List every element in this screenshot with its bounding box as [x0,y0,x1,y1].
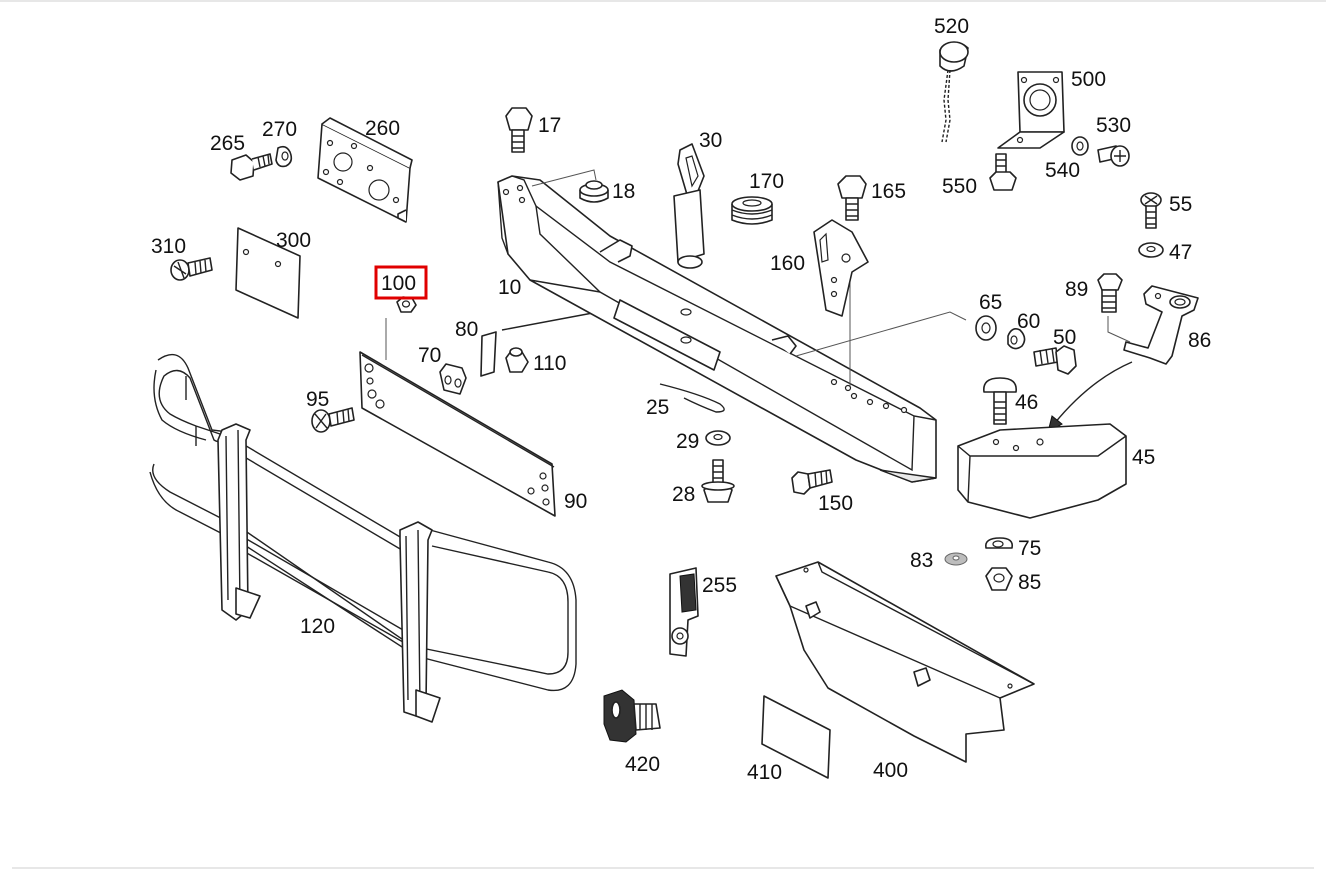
part-520-cap[interactable] [939,41,969,143]
part-300-plate[interactable] [235,227,301,319]
callout-28[interactable]: 28 [672,483,695,506]
callout-120[interactable]: 120 [300,615,335,638]
callout-60[interactable]: 60 [1017,310,1040,333]
callout-150[interactable]: 150 [818,492,853,515]
arrow-86-to-45 [1053,361,1133,425]
part-70-clip[interactable] [439,363,467,395]
callout-86[interactable]: 86 [1188,329,1211,352]
callout-50[interactable]: 50 [1053,326,1076,349]
part-420-socket-connector[interactable] [603,689,661,743]
callout-165[interactable]: 165 [871,180,906,203]
callout-270[interactable]: 270 [262,118,297,141]
callout-100-highlight-box [374,265,428,300]
callout-170[interactable]: 170 [749,170,784,193]
part-530-screw[interactable] [1097,145,1130,167]
callout-30[interactable]: 30 [699,129,722,152]
part-255-bracket[interactable] [669,567,699,657]
part-17-bolt[interactable] [505,107,533,153]
part-110-bushing[interactable] [505,347,529,373]
leader-80 [501,311,599,331]
leader-18 [531,169,597,187]
callout-75[interactable]: 75 [1018,537,1041,560]
callout-29[interactable]: 29 [676,430,699,453]
callout-47[interactable]: 47 [1169,241,1192,264]
part-90-mounting-plate[interactable] [359,351,556,517]
callout-500[interactable]: 500 [1071,68,1106,91]
callout-540[interactable]: 540 [1045,159,1080,182]
part-165-bolt[interactable] [837,175,867,221]
part-86-stay[interactable] [1123,285,1199,365]
callout-110[interactable]: 110 [533,352,566,375]
part-260-bracket[interactable] [317,117,413,223]
callout-45[interactable]: 45 [1132,446,1155,469]
part-25-split-pin[interactable] [659,383,725,413]
callout-100[interactable]: 100 [381,272,416,295]
leader-65 [795,311,967,357]
callout-520[interactable]: 520 [934,15,969,38]
part-550-bolt[interactable] [989,153,1017,191]
callout-410[interactable]: 410 [747,761,782,784]
part-83-washer[interactable] [944,552,968,566]
callout-70[interactable]: 70 [418,344,441,367]
part-65-washer[interactable] [975,315,997,341]
part-160-bracket[interactable] [813,219,869,317]
part-85-nut[interactable] [985,567,1013,591]
part-270-washer[interactable] [275,145,293,168]
part-120-brush-guard[interactable] [149,353,577,723]
part-29-washer[interactable] [705,430,731,446]
part-55-screw[interactable] [1140,192,1162,229]
callout-260[interactable]: 260 [365,117,400,140]
part-540-washer[interactable] [1071,136,1089,156]
part-410-plate[interactable] [761,695,831,779]
part-170-rubber-spring[interactable] [731,196,773,225]
part-95-screw[interactable] [311,407,355,433]
callout-17[interactable]: 17 [538,114,561,137]
part-265-bolt[interactable] [230,153,273,181]
callout-420[interactable]: 420 [625,753,660,776]
callout-160[interactable]: 160 [770,252,805,275]
callout-90[interactable]: 90 [564,490,587,513]
part-400-cover[interactable] [775,561,1035,763]
callout-310[interactable]: 310 [151,235,186,258]
part-18-bushing[interactable] [579,180,609,203]
callout-80[interactable]: 80 [455,318,478,341]
callout-25[interactable]: 25 [646,396,669,419]
callout-18[interactable]: 18 [612,180,635,203]
part-100-nut[interactable] [396,296,417,313]
callout-65[interactable]: 65 [979,291,1002,314]
part-50-bolt[interactable] [1033,345,1077,375]
callout-83[interactable]: 83 [910,549,933,572]
callout-530[interactable]: 530 [1096,114,1131,137]
leader-89 [1107,316,1131,343]
callout-300[interactable]: 300 [276,229,311,252]
callout-10[interactable]: 10 [498,276,521,299]
part-310-screw[interactable] [170,257,213,281]
callout-255[interactable]: 255 [702,574,737,597]
callout-85[interactable]: 85 [1018,571,1041,594]
part-45-step[interactable] [957,423,1127,519]
callout-265[interactable]: 265 [210,132,245,155]
callout-89[interactable]: 89 [1065,278,1088,301]
part-150-bolt[interactable] [791,469,833,495]
callout-55[interactable]: 55 [1169,193,1192,216]
callout-550[interactable]: 550 [942,175,977,198]
callout-95[interactable]: 95 [306,388,329,411]
part-500-mount-plate[interactable] [997,71,1065,149]
part-47-washer[interactable] [1138,242,1164,258]
part-75-clip[interactable] [984,537,1014,549]
part-30-tow-pin[interactable] [673,143,705,269]
part-80-gasket[interactable] [480,331,497,377]
callout-400[interactable]: 400 [873,759,908,782]
part-10-bumper-beam[interactable] [497,175,937,483]
part-46-bolt[interactable] [983,377,1017,425]
callout-46[interactable]: 46 [1015,391,1038,414]
part-89-bolt[interactable] [1097,273,1123,313]
part-28-bolt[interactable] [701,459,735,503]
callout-labels: 10 17 18 25 28 29 30 45 46 47 50 55 60 6… [151,15,1211,784]
part-60-spring-washer[interactable] [1007,328,1026,350]
